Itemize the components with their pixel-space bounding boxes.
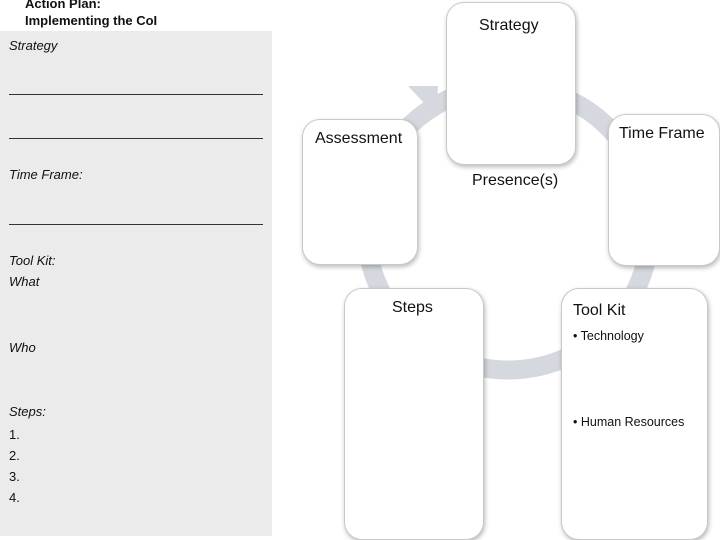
tool-kit-box: Tool Kit • Technology • Human Resources	[561, 288, 708, 540]
step-number: 1.	[9, 427, 20, 442]
panel-tool-kit-label: Tool Kit:	[9, 253, 56, 268]
strategy-box-title: Strategy	[479, 17, 539, 34]
tool-kit-box-title: Tool Kit	[573, 302, 626, 319]
panel-what-label: What	[9, 274, 40, 289]
blank-line	[9, 94, 263, 95]
steps-box: Steps	[344, 288, 484, 540]
page-title: Action Plan: Implementing the CoI	[25, 0, 157, 29]
blank-line	[9, 138, 263, 139]
tool-kit-item-technology: • Technology	[573, 329, 644, 343]
time-frame-box-title: Time Frame	[619, 125, 705, 142]
assessment-box-title: Assessment	[315, 130, 403, 147]
panel-time-frame-label: Time Frame:	[9, 167, 83, 182]
panel-who-label: Who	[9, 340, 36, 355]
tool-kit-item-human-resources: • Human Resources	[573, 415, 685, 429]
step-number: 2.	[9, 448, 20, 463]
presences-label: Presence(s)	[472, 172, 559, 189]
steps-box-title: Steps	[392, 299, 433, 316]
title-line-1: Action Plan:	[25, 0, 101, 11]
title-line-2: Implementing the CoI	[25, 13, 158, 28]
assessment-box: Assessment	[302, 119, 418, 265]
time-frame-box: Time Frame	[608, 114, 720, 266]
strategy-box: Strategy	[446, 2, 576, 165]
step-number: 3.	[9, 469, 20, 484]
blank-line	[9, 224, 263, 225]
action-plan-panel	[0, 31, 272, 536]
step-number: 4.	[9, 490, 20, 505]
cycle-arrow-head	[408, 86, 438, 116]
panel-steps-label: Steps:	[9, 404, 46, 419]
panel-strategy-label: Strategy	[9, 38, 58, 53]
